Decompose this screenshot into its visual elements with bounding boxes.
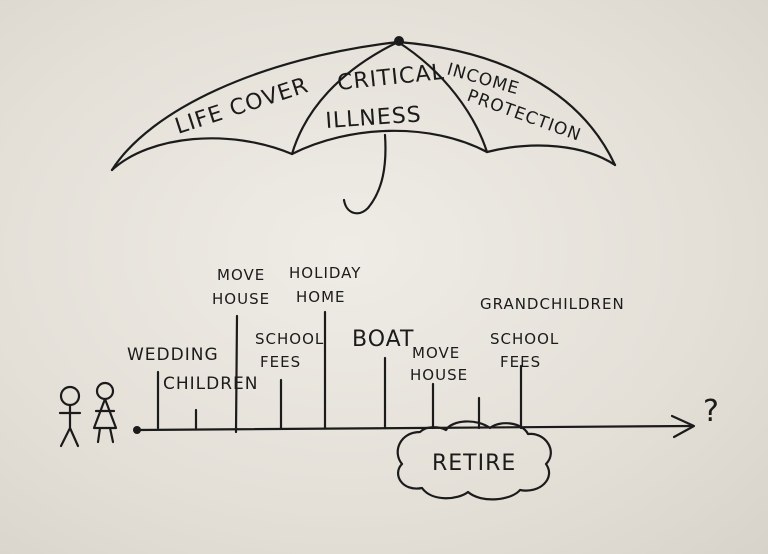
label-retire: RETIRE [432, 451, 516, 476]
end-question-mark: ? [703, 394, 720, 429]
retire-cloud: RETIRE [396, 420, 552, 501]
label-wedding: WEDDING [127, 345, 219, 365]
label-holiday: HOLIDAY [289, 264, 361, 282]
umbrella-scallop-middle [290, 129, 489, 156]
label-children: CHILDREN [163, 374, 259, 394]
label-move-2: MOVE [412, 344, 460, 362]
umbrella-tip [394, 36, 404, 46]
label-house-2: HOUSE [410, 366, 468, 384]
tick-move-house-1 [234, 314, 239, 434]
timeline: ? WEDDING CHILDREN MOVE HOUSE SCHOOL FEE… [127, 264, 720, 439]
label-fees-2: FEES [500, 353, 541, 371]
stick-figure-woman [92, 381, 118, 444]
label-fees-1: FEES [260, 353, 301, 371]
cloud-outline [396, 420, 552, 501]
label-critical: CRITICAL [336, 60, 446, 96]
umbrella-handle [342, 133, 387, 215]
umbrella: LIFE COVER CRITICAL ILLNESS INCOME PROTE… [110, 36, 617, 215]
label-school-2: SCHOOL [490, 330, 559, 348]
label-grandchildren: GRANDCHILDREN [480, 295, 625, 313]
couple-stick-figures [58, 381, 118, 448]
label-move-1: MOVE [217, 266, 265, 284]
umbrella-rib-left [290, 40, 400, 156]
label-school-1: SCHOOL [255, 330, 324, 348]
label-boat: BOAT [352, 327, 414, 352]
label-home: HOME [296, 288, 346, 306]
timeline-axis [135, 424, 694, 432]
stick-figure-man [58, 385, 82, 448]
label-house-1: HOUSE [212, 290, 270, 308]
umbrella-scallop-right [485, 144, 617, 167]
label-illness: ILLNESS [325, 102, 423, 134]
umbrella-scallop-left [110, 137, 294, 172]
umbrella-rib-right [396, 40, 489, 154]
timeline-arrow-head [670, 414, 696, 439]
label-life-cover: LIFE COVER [172, 73, 312, 140]
